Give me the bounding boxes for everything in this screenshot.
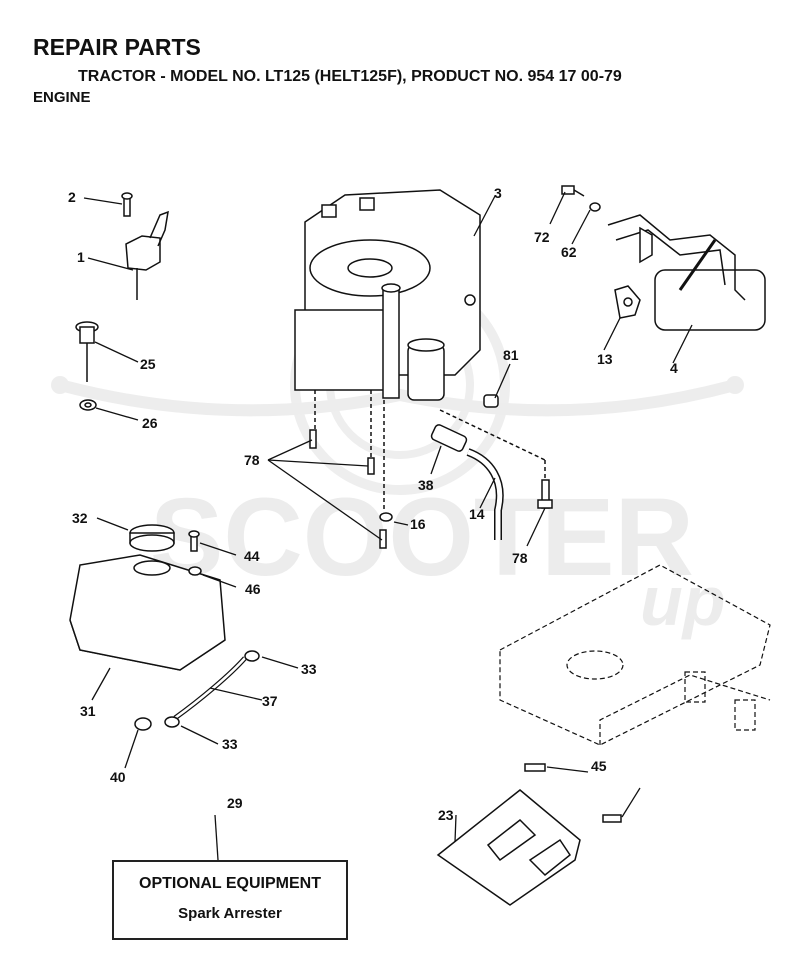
callout-4: 4 <box>670 360 678 376</box>
heat-shield <box>436 763 622 906</box>
callout-38: 38 <box>418 477 434 493</box>
callout-23: 23 <box>438 807 454 823</box>
callout-62: 62 <box>561 244 577 260</box>
callout-26: 26 <box>142 415 158 431</box>
callout-45: 45 <box>591 758 607 774</box>
watermark-script: up <box>640 562 726 640</box>
page-title: REPAIR PARTS <box>33 34 201 60</box>
callout-1: 1 <box>77 249 85 265</box>
callout-31: 31 <box>80 703 96 719</box>
leader-lines <box>83 191 693 861</box>
callout-13: 13 <box>597 351 613 367</box>
muffler <box>561 185 766 331</box>
optional-equipment-box: OPTIONAL EQUIPMENT Spark Arrester <box>112 860 348 940</box>
tractor-frame <box>499 564 771 746</box>
dipstick <box>75 321 99 411</box>
throttle-control <box>121 192 169 300</box>
callout-72: 72 <box>534 229 550 245</box>
callout-16: 16 <box>410 516 426 532</box>
optional-equipment-heading: OPTIONAL EQUIPMENT <box>139 875 321 892</box>
section-heading: ENGINE <box>33 89 91 106</box>
fuel-line <box>309 390 553 549</box>
engine <box>294 189 481 401</box>
watermark-text: SCOOTER <box>150 476 694 599</box>
callout-46: 46 <box>245 581 261 597</box>
optional-equipment-item: Spark Arrester <box>178 905 282 922</box>
callout-14: 14 <box>469 506 485 522</box>
callout-44: 44 <box>244 548 260 564</box>
callout-29: 29 <box>227 795 243 811</box>
callout-25: 25 <box>140 356 156 372</box>
callout-81: 81 <box>503 347 519 363</box>
callout-40: 40 <box>110 769 126 785</box>
callout-78-engine: 78 <box>244 452 260 468</box>
watermark: SCOOTER up <box>51 275 744 640</box>
callout-labels: 2 1 25 26 3 72 62 13 4 81 78 38 14 78 16… <box>68 185 678 823</box>
callout-37: 37 <box>262 693 278 709</box>
callout-3: 3 <box>494 185 502 201</box>
model-subtitle: TRACTOR - MODEL NO. LT125 (HELT125F), PR… <box>78 68 622 85</box>
callout-33-top: 33 <box>301 661 317 677</box>
callout-2: 2 <box>68 189 76 205</box>
callout-78-fitting: 78 <box>512 550 528 566</box>
callout-33-bottom: 33 <box>222 736 238 752</box>
fuel-tank <box>69 524 260 731</box>
callout-32: 32 <box>72 510 88 526</box>
